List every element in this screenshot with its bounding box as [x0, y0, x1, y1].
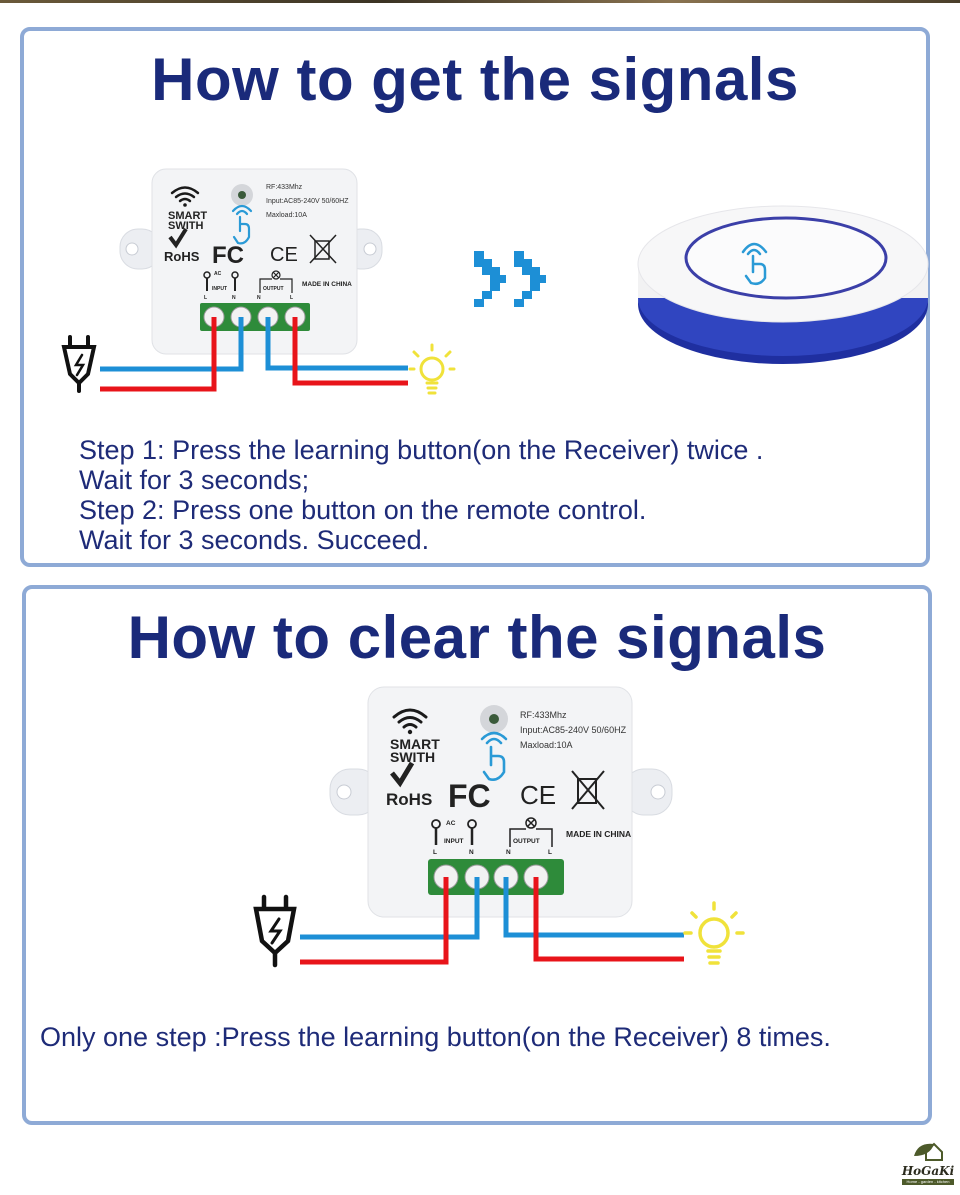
ac-label: AC	[446, 820, 456, 827]
spec-input: Input:AC85-240V 50/60HZ	[520, 725, 627, 735]
get-signals-title: How to get the signals	[151, 46, 799, 113]
fcc-mark: FC	[212, 242, 244, 269]
step-1-line: Step 1: Press the learning button(on the…	[79, 435, 764, 465]
clear-signals-panel: How to clear the signals SMART SWITH RF:…	[22, 585, 932, 1125]
rohs-mark: RoHS	[386, 790, 432, 809]
ce-mark: CE	[270, 244, 298, 266]
clear-signals-title: How to clear the signals	[127, 604, 827, 671]
step-2-wait-line: Wait for 3 seconds. Succeed.	[79, 525, 430, 555]
touch-hand-icon	[741, 242, 768, 286]
spec-maxload: Maxload:10A	[520, 740, 573, 750]
wire-live-out	[533, 877, 684, 962]
ac-label: AC	[214, 271, 222, 277]
smart-switch-label-line1: SMART	[168, 210, 207, 222]
terminal-label-N2: N	[506, 849, 511, 856]
smart-switch-label-line2: SWITH	[390, 749, 435, 765]
power-plug-icon	[253, 894, 297, 968]
step-1-wait-line: Wait for 3 seconds;	[79, 465, 310, 495]
smart-switch-label-line1: SMART	[390, 736, 440, 752]
spec-rf: RF:433Mhz	[266, 184, 303, 191]
made-in-china: MADE IN CHINA	[302, 281, 352, 288]
spec-rf: RF:433Mhz	[520, 710, 567, 720]
touch-hand-icon	[480, 731, 508, 781]
wifi-icon	[392, 708, 428, 735]
step-2-line: Step 2: Press one button on the remote c…	[79, 495, 647, 525]
spec-input: Input:AC85-240V 50/60HZ	[266, 198, 349, 205]
wifi-icon	[170, 186, 200, 207]
terminal-block	[200, 303, 310, 331]
wire-neutral-in	[100, 317, 244, 372]
clear-signals-step: Only one step :Press the learning button…	[40, 1022, 831, 1052]
lamp-symbol-icon	[259, 270, 293, 293]
receiver-device-diagram: SMART SWITH RF:433Mhz Input:AC85-240V 50…	[61, 168, 456, 395]
brand-tagline: Home - garden - kitchen	[902, 1179, 954, 1185]
double-chevron-right-icon	[474, 251, 546, 307]
brand-logo: HoGaKi Home - garden - kitchen	[898, 1140, 958, 1190]
leaf-house-icon	[914, 1142, 943, 1161]
get-signals-panel: How to get the signals SMART SWITH RF:43…	[20, 27, 930, 567]
output-label: OUTPUT	[513, 838, 540, 845]
input-label: INPUT	[212, 286, 227, 292]
remote-button-device[interactable]	[636, 194, 930, 369]
weee-bin-icon	[571, 770, 605, 810]
weee-bin-icon	[309, 234, 337, 264]
fcc-mark: FC	[448, 778, 491, 814]
wire-live-in	[300, 877, 449, 965]
made-in-china: MADE IN CHINA	[566, 829, 631, 839]
lamp-symbol-icon	[509, 817, 553, 847]
wire-live-out	[292, 317, 408, 386]
checkmark-icon	[168, 227, 188, 249]
output-label: OUTPUT	[263, 286, 284, 292]
terminal-label-L2: L	[548, 849, 552, 856]
terminal-label-N1: N	[469, 849, 474, 856]
power-plug-icon	[61, 335, 97, 393]
terminal-label-N2: N	[257, 295, 261, 301]
get-signals-steps: Step 1: Press the learning button(on the…	[79, 435, 763, 555]
smart-switch-label-line2: SWITH	[168, 220, 203, 232]
checkmark-icon	[390, 761, 415, 788]
light-bulb-icon	[683, 901, 745, 965]
wire-live-in	[100, 317, 217, 392]
remote-button-ring	[684, 216, 888, 300]
receiver-device-diagram-large: SMART SWITH RF:433Mhz Input:AC85-240V 50…	[253, 686, 745, 968]
light-bulb-icon	[408, 343, 456, 395]
input-label: INPUT	[444, 838, 464, 845]
wire-neutral-out	[265, 317, 408, 371]
terminal-label-L2: L	[290, 295, 293, 301]
touch-hand-icon	[231, 204, 253, 245]
top-image-strip	[0, 0, 960, 3]
spec-maxload: Maxload:10A	[266, 212, 307, 219]
brand-name: HoGaKi	[901, 1164, 955, 1178]
wire-neutral-in	[300, 877, 480, 940]
terminal-label-N1: N	[232, 295, 236, 301]
wire-neutral-out	[503, 877, 684, 938]
ce-mark: CE	[520, 780, 556, 810]
terminal-label-L1: L	[204, 295, 207, 301]
rohs-mark: RoHS	[164, 249, 200, 264]
terminal-label-L1: L	[433, 849, 437, 856]
